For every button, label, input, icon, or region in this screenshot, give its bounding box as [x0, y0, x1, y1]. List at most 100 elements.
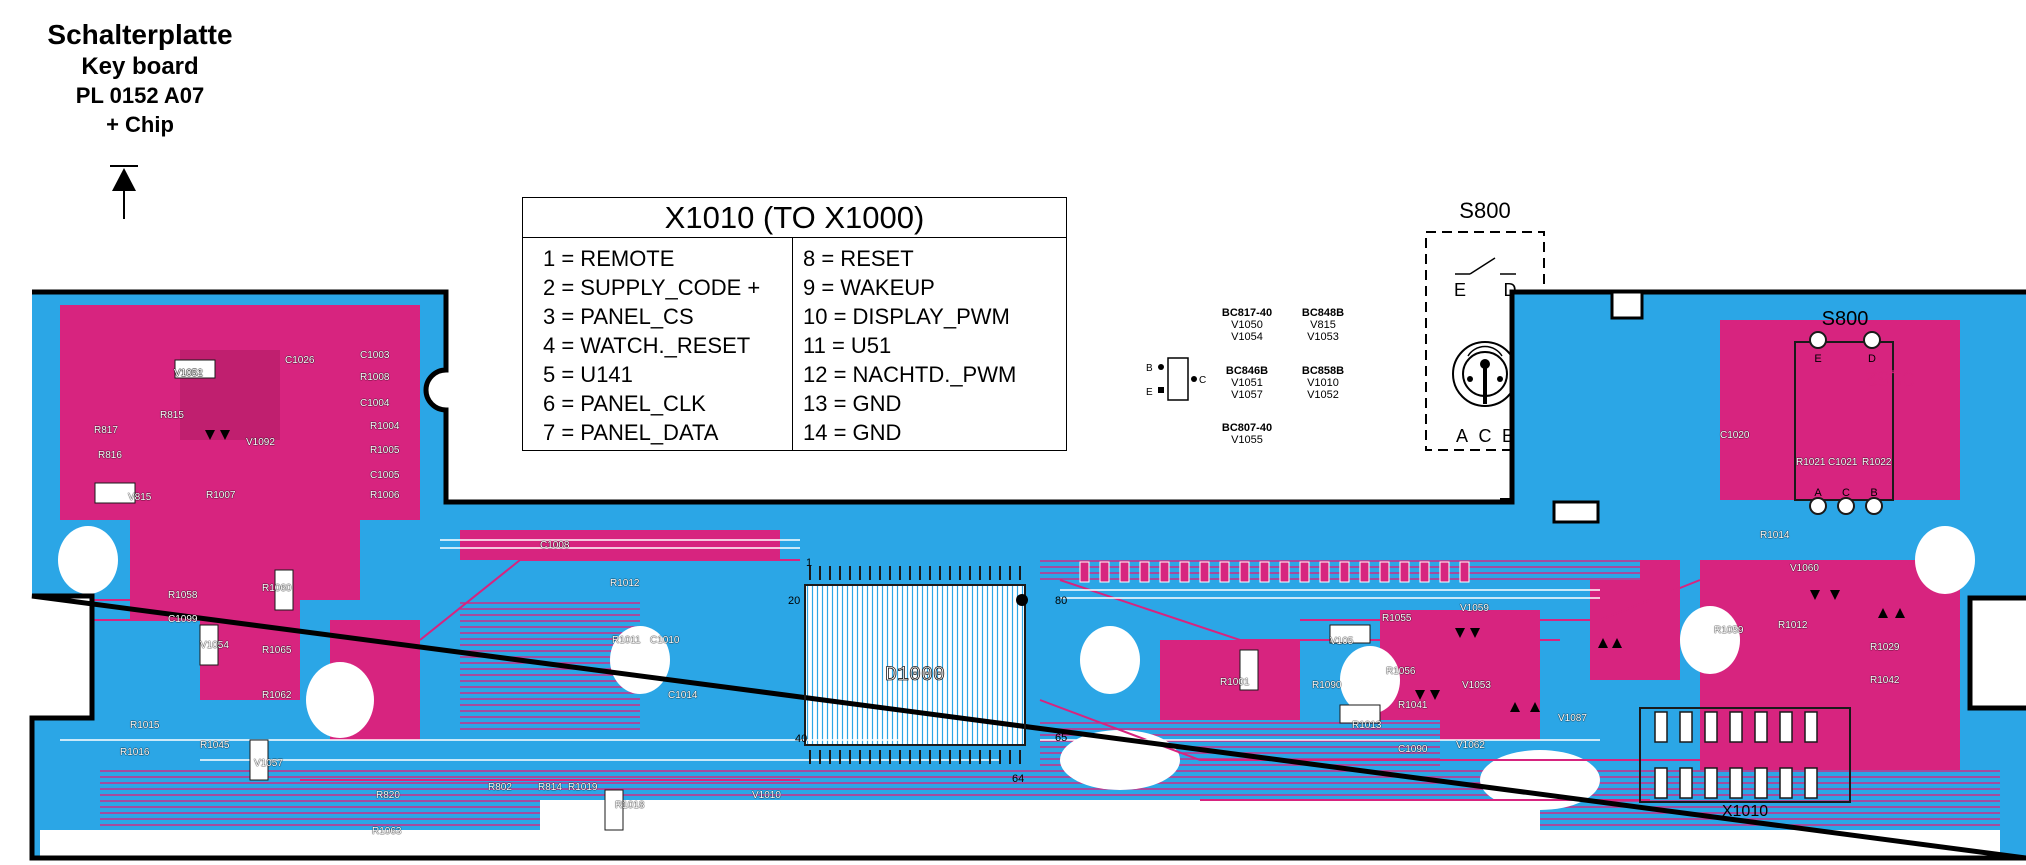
component-label: V815 — [128, 492, 152, 503]
component-label: C1026 — [285, 355, 315, 366]
pin-entry: 1 = REMOTE — [543, 246, 675, 271]
component-label: R1016 — [120, 747, 150, 758]
switch-title: S800 — [1459, 198, 1510, 223]
component-label: R1012 — [1778, 620, 1808, 631]
pin-table-title: X1010 (TO X1000) — [523, 198, 1066, 238]
pin-entry: 12 = NACHTD._PWM — [803, 362, 1017, 387]
component-label: R1060 — [262, 583, 292, 594]
pin-entry: 11 = U51 — [803, 333, 892, 358]
board-sw-pin: A — [1814, 487, 1822, 499]
pcb-copper-layers — [32, 292, 2026, 858]
component-label: R1021 — [1796, 457, 1826, 468]
title-line3: PL 0152 A07 — [75, 83, 205, 108]
component-label: V1054 — [200, 640, 229, 651]
component-label: R1007 — [206, 490, 236, 501]
board-sw-pin: E — [1814, 353, 1821, 365]
component-label: C1005 — [370, 470, 400, 481]
transistor-ref: V1053 — [1307, 331, 1339, 343]
component-label: R815 — [160, 410, 184, 421]
board-switch-label: S800 — [1822, 308, 1869, 330]
pin-entry: 10 = DISPLAY_PWM — [803, 304, 1010, 329]
component-label: R1063 — [372, 826, 402, 837]
board-sw-pin: C — [1842, 487, 1850, 499]
switch-pin-e: E — [1454, 280, 1466, 300]
ic-pin-label: 1 — [806, 557, 812, 569]
component-label: R1011 — [612, 635, 641, 646]
component-label: R1059 — [1714, 625, 1744, 636]
component-label: C1090 — [1398, 744, 1428, 755]
ic-pin-label: 64 — [1012, 773, 1024, 785]
component-label: V1059 — [1460, 603, 1489, 614]
component-label: R1058 — [168, 590, 198, 601]
transistor-type: BC858B — [1301, 365, 1345, 377]
transistor-ref: V815 — [1310, 319, 1336, 331]
component-label: R1029 — [1870, 642, 1900, 653]
component-label: R1019 — [568, 782, 598, 793]
component-label: R1042 — [1870, 675, 1900, 686]
component-label: V1052 — [174, 368, 203, 379]
pin-entry: 8 = RESET — [803, 246, 914, 271]
pin-entry: 2 = SUPPLY_CODE + — [543, 275, 761, 300]
pin-column-left: 1 = REMOTE 2 = SUPPLY_CODE + 3 = PANEL_C… — [523, 238, 793, 450]
pin-e-label: E — [1146, 387, 1153, 398]
component-label: R820 — [376, 790, 400, 801]
ic-label: D1000 — [885, 664, 945, 687]
component-label: R1018 — [615, 800, 645, 811]
component-label: R1013 — [1352, 720, 1382, 731]
component-label: C1021 — [1828, 457, 1858, 468]
switch-s800-symbol: S800 E D A C B — [1425, 198, 1545, 451]
transistor-package-icon: B E C — [1146, 357, 1206, 401]
component-label: V1051 — [174, 368, 203, 379]
component-label: R802 — [488, 782, 512, 793]
component-label: R1041 — [1398, 700, 1428, 711]
ic-pin-label: 65 — [1055, 732, 1067, 744]
pin-entry: 14 = GND — [803, 420, 902, 445]
component-label: R1015 — [130, 720, 160, 731]
board-title-block: Schalterplatte Key board PL 0152 A07 + C… — [20, 18, 260, 140]
diode-arrow-icon — [110, 165, 138, 219]
pin-entry: 6 = PANEL_CLK — [543, 391, 706, 416]
connector-label: X1010 — [1722, 803, 1768, 820]
component-label: R1055 — [1382, 613, 1412, 624]
transistor-type: BC817-40 — [1221, 307, 1273, 319]
transistor-ref: V1051 — [1231, 377, 1263, 389]
component-label: V1060 — [1790, 563, 1819, 574]
component-label: C1014 — [668, 690, 698, 701]
transistor-type: BC848B — [1301, 307, 1345, 319]
component-label: R1065 — [262, 645, 292, 656]
component-label: R1001 — [1220, 677, 1250, 688]
transistor-ref: V1057 — [1231, 389, 1263, 401]
part-code-mirrored: 0152 — [1866, 366, 1915, 391]
transistor-type: BC846B — [1225, 365, 1269, 377]
transistor-group-4: BC858B V1010 V1052 — [1288, 365, 1358, 401]
board-sw-pin: B — [1870, 487, 1877, 499]
component-label: V105 — [1330, 636, 1354, 647]
component-label: R1004 — [370, 421, 400, 432]
transistor-ref: V1050 — [1231, 319, 1263, 331]
component-label: C1020 — [1720, 430, 1750, 441]
component-label: C1099 — [168, 614, 198, 625]
switch-pin-a: A — [1456, 426, 1468, 446]
component-label: V1092 — [246, 437, 275, 448]
component-label: R1022 — [1862, 457, 1892, 468]
component-label: V1010 — [752, 790, 781, 801]
component-label: V1087 — [1558, 713, 1587, 724]
transistor-ref: V1054 — [1231, 331, 1263, 343]
pin-assignment-table: X1010 (TO X1000) 1 = REMOTE 2 = SUPPLY_C… — [522, 197, 1067, 451]
ic-pin-label: 40 — [795, 733, 807, 745]
component-label: C1004 — [360, 398, 390, 409]
ic-pin-label: 20 — [788, 595, 800, 607]
component-label: R1090 — [1312, 680, 1342, 691]
board-sw-pin: D — [1868, 353, 1876, 365]
pin-entry: 7 = PANEL_DATA — [543, 420, 719, 445]
pin-entry: 3 = PANEL_CS — [543, 304, 694, 329]
component-label: R1006 — [370, 490, 400, 501]
component-label: R814 — [538, 782, 562, 793]
pin-c-label: C — [1199, 375, 1206, 386]
component-label: R1062 — [262, 690, 292, 701]
component-label: R817 — [94, 425, 118, 436]
component-label: R1012 — [610, 578, 640, 589]
transistor-type: BC807-40 — [1221, 422, 1273, 434]
